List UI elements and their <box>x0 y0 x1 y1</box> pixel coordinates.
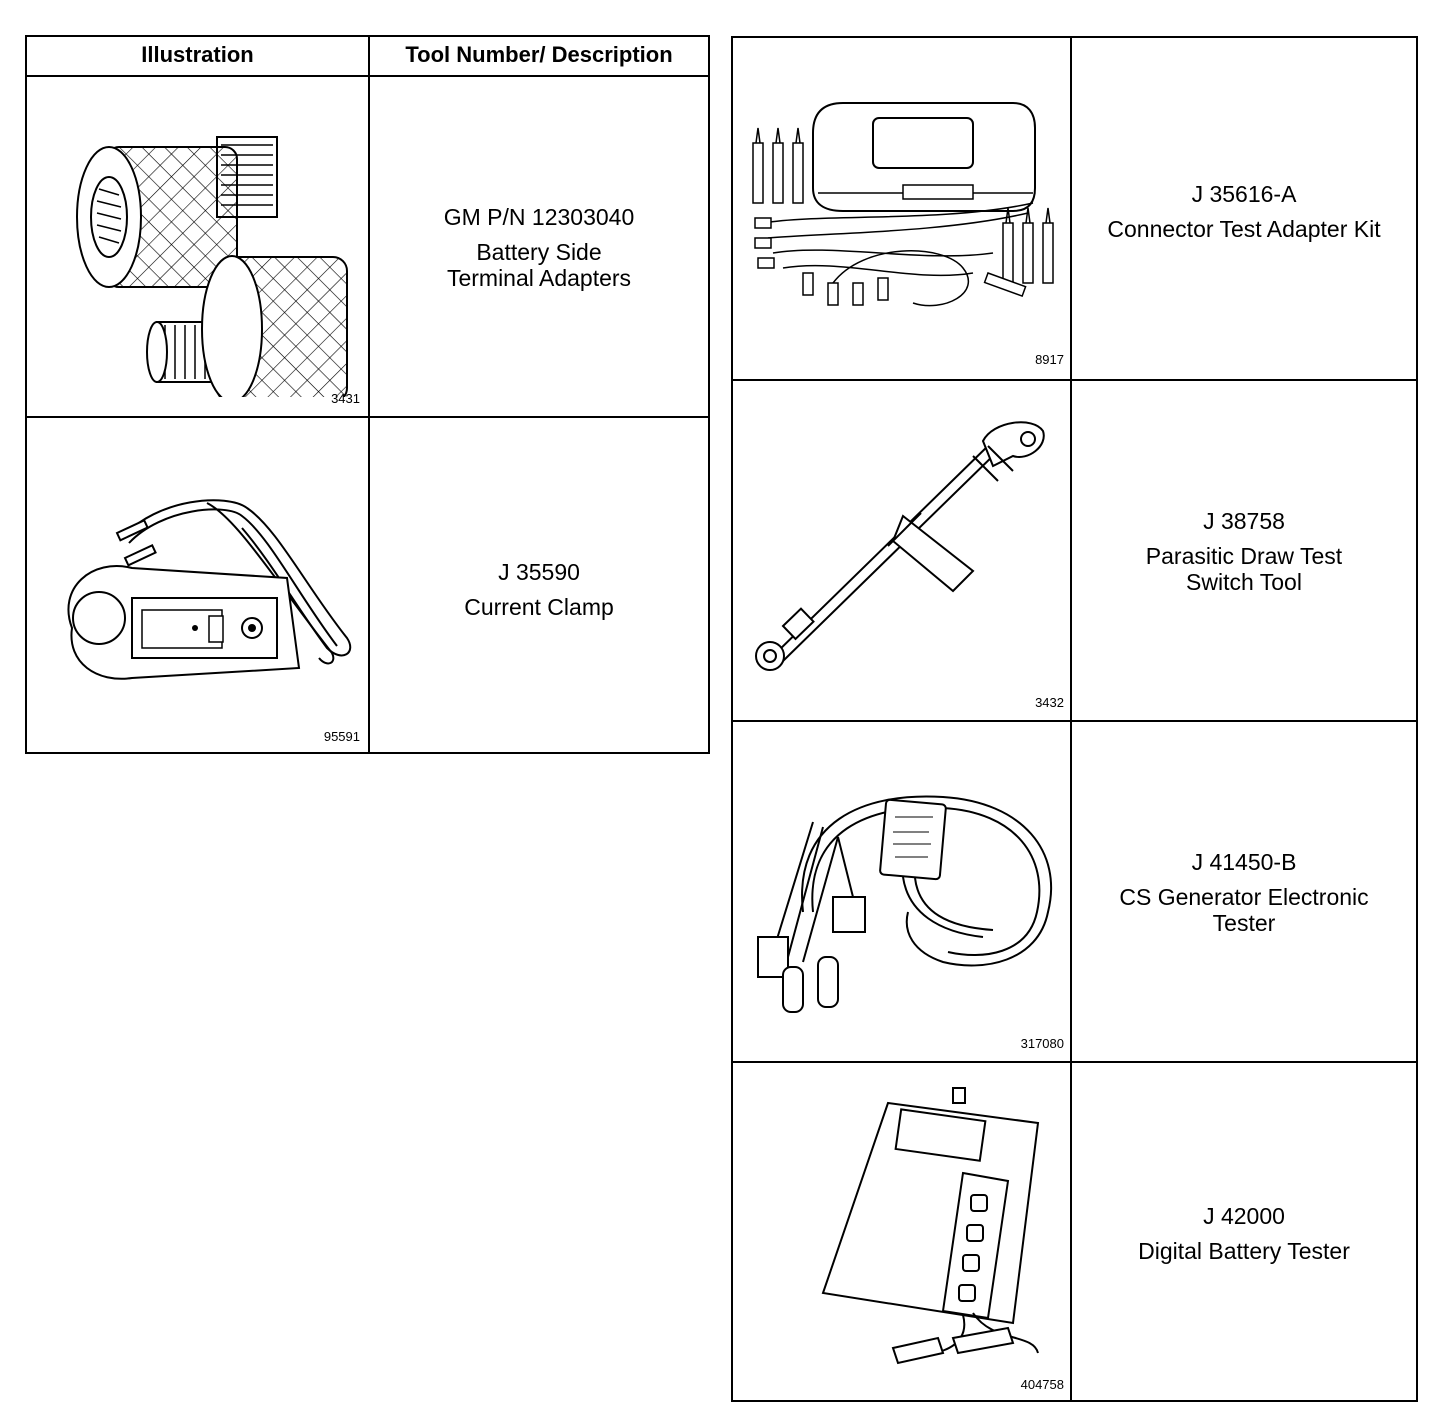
table-header-row: Illustration Tool Number/ Description <box>27 37 708 77</box>
figure-number: 8917 <box>1035 352 1064 367</box>
tool-name: Digital Battery Tester <box>1138 1238 1350 1264</box>
tool-number: GM P/N 12303040 <box>443 204 635 230</box>
tool-number: J 42000 <box>1203 1203 1285 1229</box>
tool-name: Battery Side Terminal Adapters <box>446 239 632 291</box>
tool-name: Current Clamp <box>464 594 614 620</box>
tool-description: J 38758 Parasitic Draw Test Switch Tool <box>1072 508 1416 595</box>
tool-number: J 38758 <box>1203 508 1285 534</box>
switch-tool-icon <box>743 411 1063 671</box>
figure-number: 3431 <box>331 391 360 406</box>
figure-number: 317080 <box>1020 1036 1064 1051</box>
table-row: 95591 J 35590 Current Clamp <box>27 418 708 752</box>
tool-name: Parasitic Draw Test Switch Tool <box>1145 543 1343 595</box>
tool-number: J 35590 <box>498 559 580 585</box>
row-divider <box>733 379 1416 381</box>
column-divider <box>368 37 370 752</box>
tool-description: J 41450-B CS Generator Electronic Tester <box>1072 849 1416 936</box>
generator-tester-icon <box>743 762 1063 1022</box>
row-divider <box>733 720 1416 722</box>
table-row: 404758 J 42000 Digital Battery Tester <box>733 1063 1416 1400</box>
row-divider <box>733 1061 1416 1063</box>
tool-description: J 42000 Digital Battery Tester <box>1072 1203 1416 1264</box>
tool-name: Connector Test Adapter Kit <box>1107 216 1381 242</box>
left-tools-table: Illustration Tool Number/ Description <box>25 35 710 754</box>
terminal-adapters-icon <box>47 97 367 397</box>
tool-description: J 35590 Current Clamp <box>370 559 708 620</box>
row-divider <box>27 416 708 418</box>
tool-description: GM P/N 12303040 Battery Side Terminal Ad… <box>370 204 708 291</box>
header-illustration: Illustration <box>141 42 254 67</box>
table-row: 3431 GM P/N 12303040 Battery Side Termin… <box>27 77 708 416</box>
tool-number: J 41450-B <box>1191 849 1297 875</box>
figure-number: 404758 <box>1020 1377 1064 1392</box>
adapter-kit-icon <box>743 93 1063 333</box>
tool-name: CS Generator Electronic Tester <box>1119 884 1369 936</box>
figure-number: 95591 <box>323 729 360 744</box>
header-description: Tool Number/ Description <box>405 42 673 67</box>
column-divider <box>1070 38 1072 1400</box>
figure-number: 3432 <box>1035 695 1064 710</box>
table-row: 3432 J 38758 Parasitic Draw Test Switch … <box>733 381 1416 720</box>
current-clamp-icon <box>37 478 367 708</box>
right-tools-table: 8917 J 35616-A Connector Test Adapter Ki… <box>731 36 1418 1402</box>
table-row: 8917 J 35616-A Connector Test Adapter Ki… <box>733 38 1416 379</box>
battery-tester-icon <box>803 1083 1043 1373</box>
tool-description: J 35616-A Connector Test Adapter Kit <box>1072 181 1416 242</box>
tool-number: J 35616-A <box>1191 181 1297 207</box>
table-row: 317080 J 41450-B CS Generator Electronic… <box>733 722 1416 1061</box>
